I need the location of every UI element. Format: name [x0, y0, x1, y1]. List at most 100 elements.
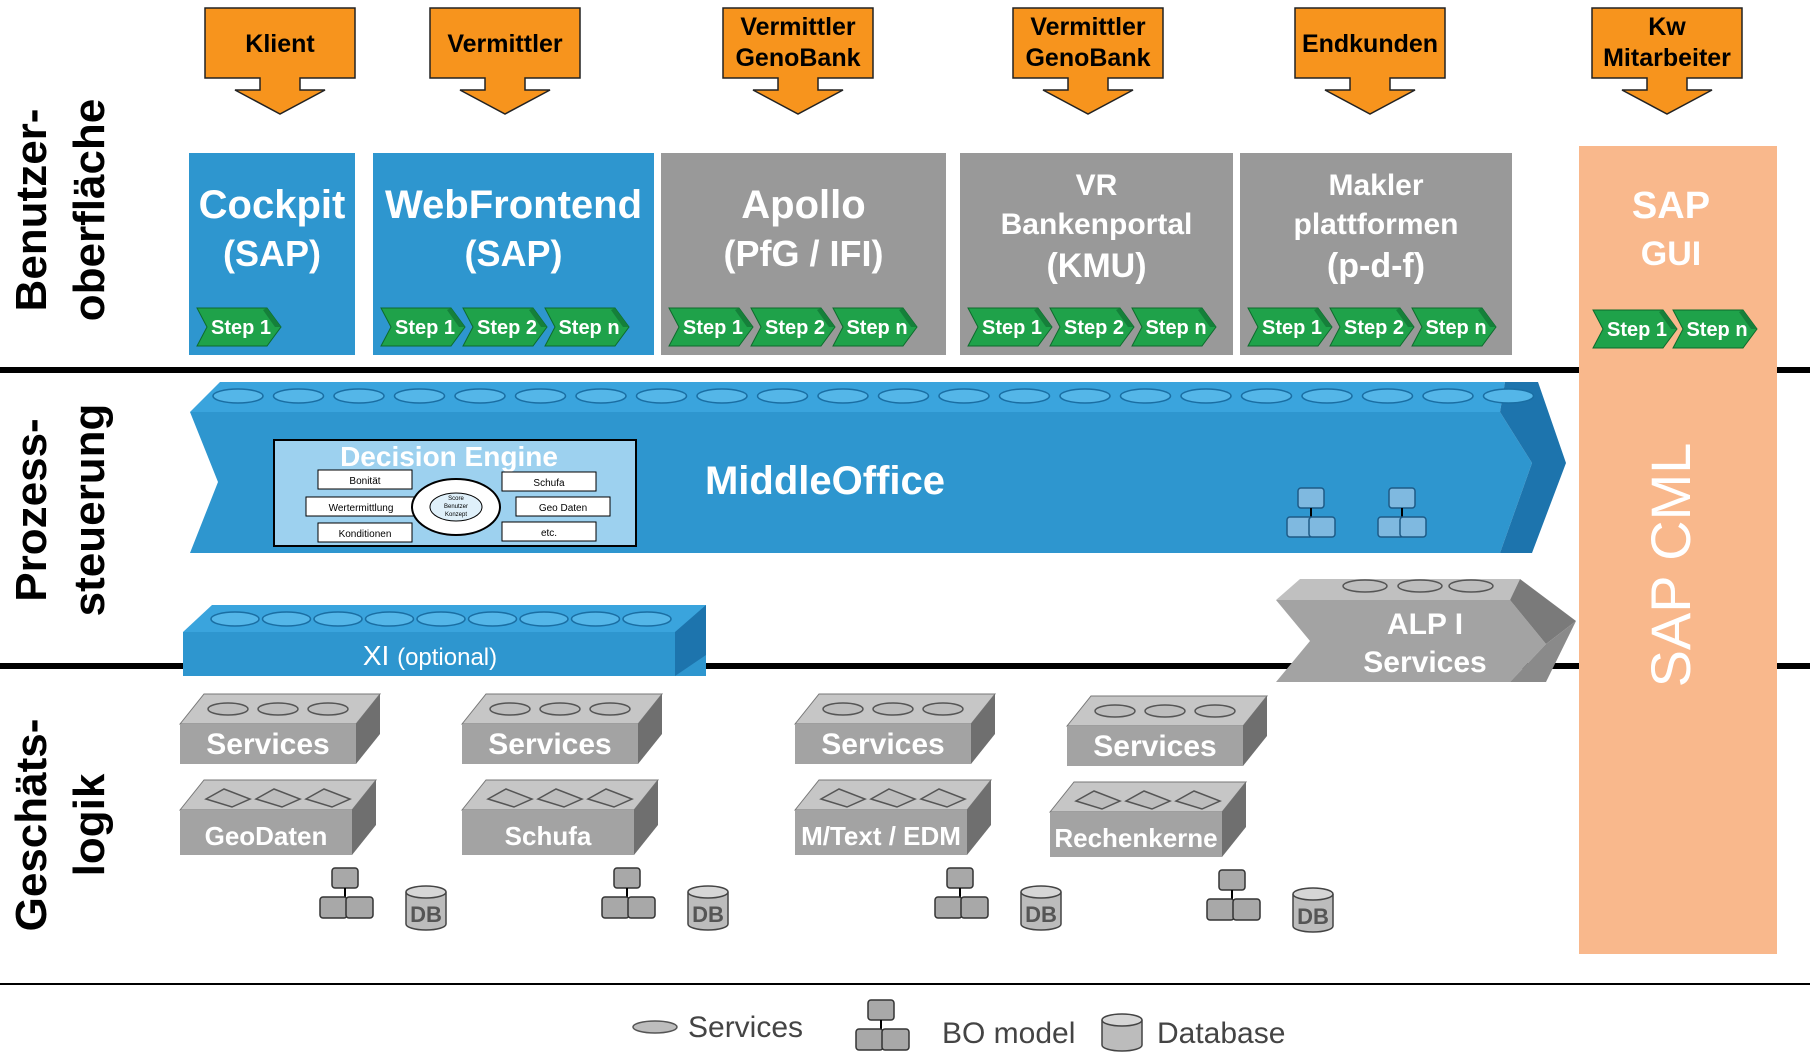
frontend-title: (PfG / IFI)	[724, 233, 884, 274]
backend-label: Rechenkerne	[1054, 823, 1217, 853]
layer-logic-line: logik	[65, 773, 114, 876]
frontend-title: Bankenportal	[1001, 208, 1193, 241]
db-top	[1292, 887, 1334, 901]
bo-node	[319, 896, 348, 919]
bo-node	[1218, 869, 1246, 891]
block-face	[180, 810, 352, 855]
decision-engine-item-label: Wertermittlung	[329, 503, 394, 514]
service-oval	[922, 702, 964, 716]
frontend-title: plattformen	[1294, 208, 1459, 241]
bo-node	[1297, 487, 1325, 509]
block-face	[462, 724, 638, 764]
step-shade	[1116, 308, 1134, 327]
block-face	[180, 724, 356, 764]
service-oval	[938, 388, 990, 404]
service-oval	[822, 702, 864, 716]
service-oval	[817, 388, 869, 404]
actor-arrow-shape	[429, 7, 581, 115]
step-label: Step 2	[1064, 317, 1124, 339]
backend-slot	[869, 788, 917, 808]
step-chevron: Step 1	[380, 307, 466, 347]
backend-block: Schufa	[460, 779, 660, 855]
actor-arrow-shape	[204, 7, 356, 115]
legend-item-database: Database	[1101, 1013, 1285, 1052]
bo-node	[1399, 516, 1427, 538]
db-label: DB	[1297, 904, 1329, 929]
bo-node	[881, 1028, 910, 1051]
frontend-title: Apollo	[741, 183, 865, 227]
service-oval	[257, 702, 299, 716]
bo-model-icon	[1286, 487, 1336, 538]
db-cylinder	[1292, 894, 1334, 933]
backend-slot	[819, 788, 867, 808]
db-top	[1020, 885, 1062, 899]
block-face	[795, 724, 971, 764]
xi-name: XI	[363, 640, 397, 671]
step-shade	[447, 308, 465, 327]
actor-label: Kw	[1648, 13, 1686, 41]
service-icon	[632, 1020, 678, 1034]
step-label: Step n	[1145, 317, 1206, 339]
decision-engine-item-label: Geo Daten	[539, 503, 587, 514]
frontend-title: VR	[1076, 169, 1118, 202]
service-oval	[1194, 704, 1236, 718]
backend-label: GeoDaten	[205, 821, 328, 851]
service-oval	[696, 388, 748, 404]
step-label: Step n	[846, 317, 907, 339]
actor-label: Vermittler	[740, 13, 856, 41]
service-oval	[212, 388, 264, 404]
xi-side	[675, 605, 706, 676]
bo-node	[1388, 487, 1416, 509]
layer-logic-line: Geschäts-	[7, 719, 56, 932]
actor-label: Endkunden	[1302, 30, 1438, 58]
service-oval	[333, 388, 385, 404]
sap-column	[1579, 146, 1777, 954]
alp-side-lower	[1510, 621, 1576, 682]
decision-engine: Decision EngineBonitätWertermittlungKond…	[273, 439, 637, 547]
actor-label: Vermittler	[1030, 13, 1146, 41]
bo-node	[867, 999, 895, 1021]
step-shade	[1314, 308, 1332, 327]
step-chevron: Step 2	[1049, 307, 1135, 347]
block-side	[634, 780, 658, 855]
db-label: DB	[410, 902, 442, 927]
middle-office-label: MiddleOffice	[705, 459, 945, 503]
step-shade	[529, 308, 547, 327]
actor-label: Mitarbeiter	[1603, 44, 1731, 72]
step-shade	[1739, 310, 1757, 329]
step-label: Step n	[1686, 319, 1747, 341]
alp-label: Services	[1363, 646, 1486, 679]
backend-slot	[204, 788, 252, 808]
service-oval	[1301, 388, 1353, 404]
service-oval	[1397, 579, 1443, 593]
actor-label: Klient	[245, 30, 315, 58]
bo-node	[934, 896, 963, 919]
block-side	[352, 780, 376, 855]
step-shade	[1198, 308, 1216, 327]
bo-model-icon	[855, 999, 910, 1051]
decision-engine-core	[429, 492, 483, 522]
database-icon: DB	[1292, 887, 1334, 933]
db-cylinder	[405, 892, 447, 931]
service-oval	[454, 388, 506, 404]
alp-label: ALP I	[1387, 608, 1463, 641]
layer-process-line: steuerung	[65, 404, 114, 617]
step-label: Step 1	[211, 317, 271, 339]
services-label: Services	[1093, 730, 1216, 763]
bo-node	[345, 896, 374, 919]
service-oval	[575, 388, 627, 404]
backend-label: Schufa	[505, 821, 592, 851]
alp-side	[1510, 579, 1576, 644]
step-chevron: Step n	[544, 307, 630, 347]
service-oval	[1342, 579, 1388, 593]
decision-engine-center-label: Score	[448, 496, 464, 502]
service-oval	[313, 611, 363, 627]
decision-engine-item	[515, 496, 611, 517]
step-chevron: Step 2	[462, 307, 548, 347]
